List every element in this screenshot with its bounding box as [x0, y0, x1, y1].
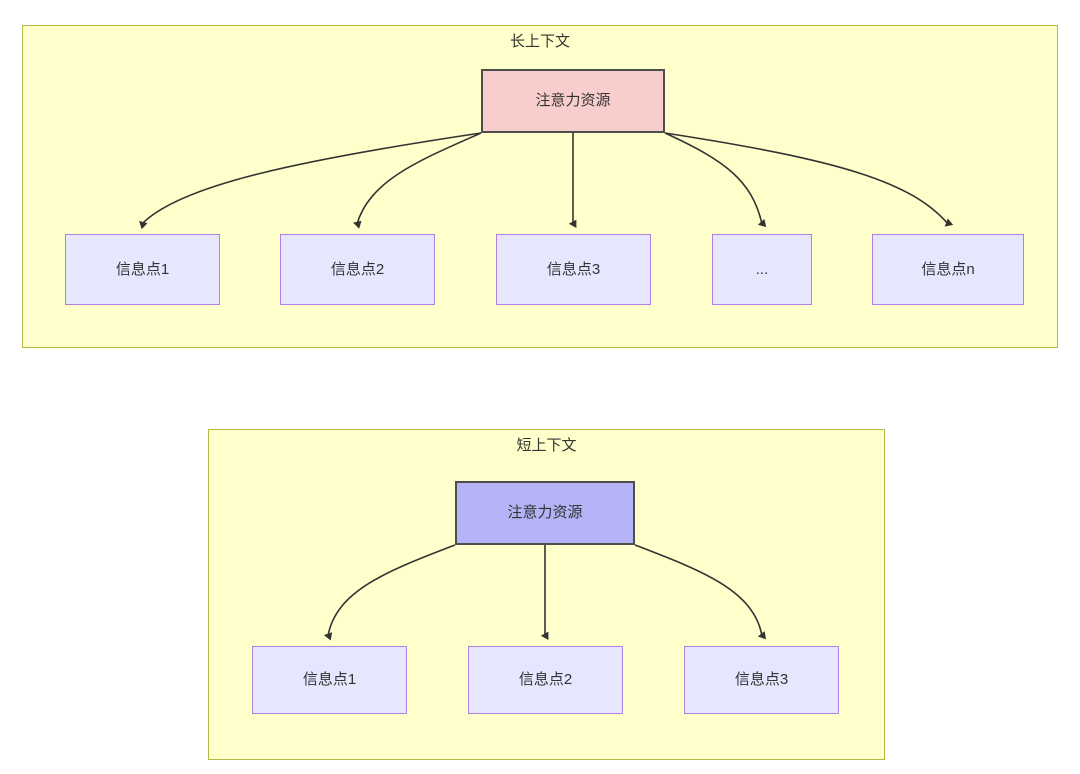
edge-short-to-info-1 — [323, 544, 456, 641]
node-long-info-2-label: 信息点2 — [330, 260, 385, 278]
node-long-info-1[interactable]: 信息点1 — [65, 234, 220, 305]
node-long-info-3-label: 信息点3 — [546, 260, 601, 278]
node-short-attention-resource[interactable]: 注意力资源 — [455, 481, 635, 545]
node-long-info-3[interactable]: 信息点3 — [496, 234, 651, 305]
node-long-info-ellipsis-label: ... — [755, 260, 769, 278]
node-short-info-2[interactable]: 信息点2 — [468, 646, 623, 714]
group-short-context-title: 短上下文 — [516, 437, 577, 454]
node-short-attention-resource-label: 注意力资源 — [507, 504, 583, 521]
node-long-info-1-label: 信息点1 — [115, 260, 170, 278]
edges-long-context — [139, 132, 954, 230]
node-long-info-n-label: 信息点n — [921, 260, 975, 278]
edge-long-to-info-2 — [353, 132, 482, 229]
node-short-info-2-label: 信息点2 — [518, 671, 573, 688]
node-long-info-n[interactable]: 信息点n — [872, 234, 1024, 305]
node-long-info-2[interactable]: 信息点2 — [280, 234, 435, 305]
node-short-info-1-label: 信息点1 — [302, 671, 357, 688]
edge-short-to-info-3 — [634, 544, 767, 640]
edge-long-to-info-ellipsis — [664, 132, 767, 228]
node-short-info-3-label: 信息点3 — [734, 671, 789, 688]
edge-long-to-info-n — [664, 132, 954, 227]
edges-short-context — [323, 544, 767, 641]
edge-long-to-info-1 — [139, 132, 482, 230]
node-short-info-3[interactable]: 信息点3 — [684, 646, 839, 714]
node-long-attention-resource-label: 注意力资源 — [535, 92, 611, 109]
node-long-attention-resource[interactable]: 注意力资源 — [481, 69, 665, 133]
node-short-info-1[interactable]: 信息点1 — [252, 646, 407, 714]
node-long-info-ellipsis[interactable]: ... — [712, 234, 812, 305]
group-long-context-title: 长上下文 — [509, 33, 570, 50]
